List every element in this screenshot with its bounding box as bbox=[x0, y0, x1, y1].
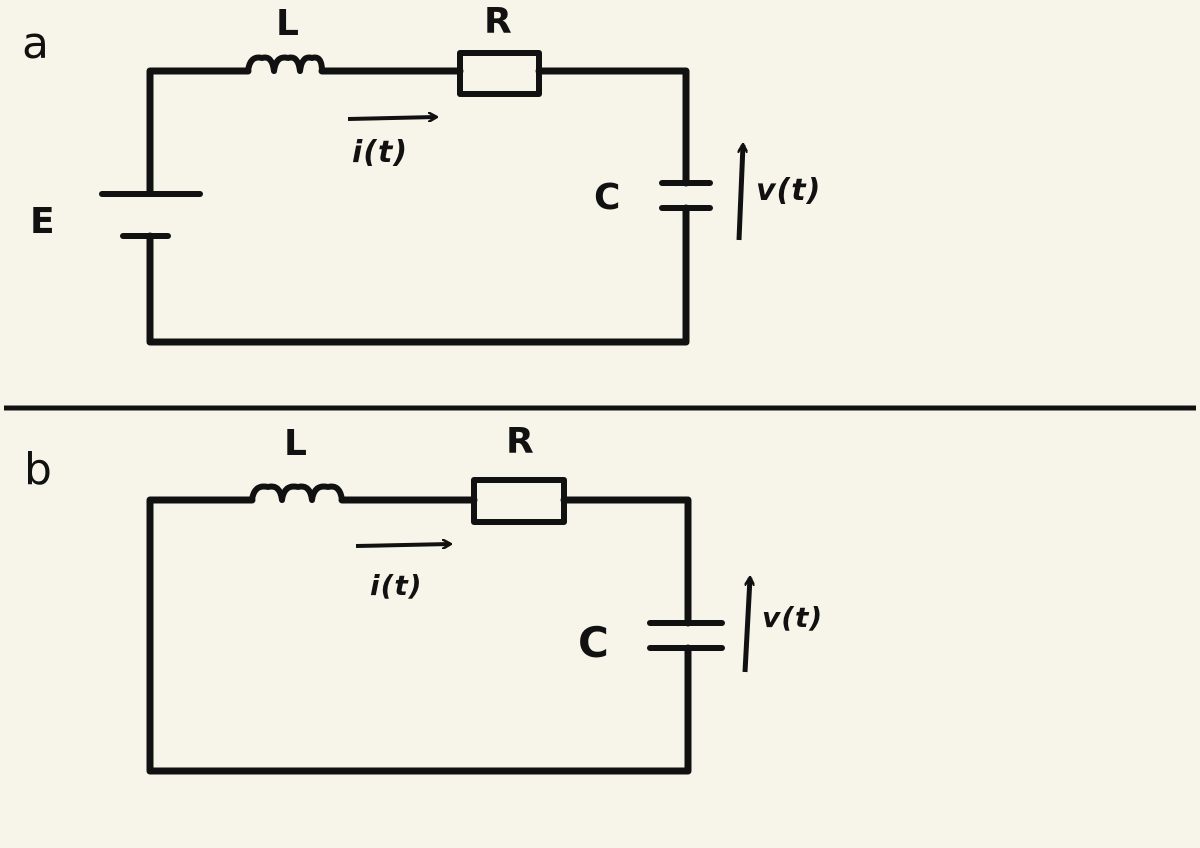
panel-b-capacitor-label: C bbox=[578, 618, 609, 667]
panel-b-capacitor bbox=[647, 620, 725, 651]
panel-a-voltage-label: v(t) bbox=[756, 173, 822, 208]
panel-a-circuit bbox=[99, 50, 713, 346]
panel-a-current-label: i(t) bbox=[352, 135, 409, 170]
panel-a-capacitor bbox=[659, 180, 713, 211]
panel-b-voltage-label: v(t) bbox=[762, 601, 824, 634]
panel-b-resistor bbox=[471, 477, 567, 525]
panel-a-letter: a bbox=[22, 18, 49, 69]
panel-a-battery bbox=[99, 191, 203, 239]
panel-a-resistor-label: R bbox=[484, 1, 512, 42]
panel-a-source-label: E bbox=[30, 201, 55, 242]
panel-a-voltage-arrow bbox=[736, 145, 743, 241]
panel-a-wire-top-right bbox=[535, 67, 690, 187]
panel-b-circuit bbox=[146, 477, 725, 775]
panel-a-current-arrow bbox=[347, 117, 436, 119]
panel-b-wire-top-right bbox=[560, 496, 692, 627]
panel-a-inductor-label: L bbox=[276, 3, 299, 44]
panel-b-current-arrow bbox=[355, 544, 450, 546]
panel-a-capacitor-label: C bbox=[594, 177, 621, 218]
panel-b-current-label: i(t) bbox=[370, 569, 423, 602]
panel-b-inductor bbox=[249, 483, 345, 503]
panel-a-wire-right-bottom bbox=[146, 204, 690, 346]
panel-a-wire-left-top bbox=[146, 67, 252, 196]
panel-b-wire-left bbox=[146, 496, 692, 775]
panel-b-voltage-arrow bbox=[742, 578, 750, 673]
panel-a-resistor bbox=[457, 50, 542, 97]
panel-b-resistor-label: R bbox=[506, 421, 534, 462]
panel-b-letter: b bbox=[24, 444, 52, 495]
panel-b-inductor-label: L bbox=[284, 423, 307, 464]
panel-a-inductor bbox=[245, 54, 325, 74]
